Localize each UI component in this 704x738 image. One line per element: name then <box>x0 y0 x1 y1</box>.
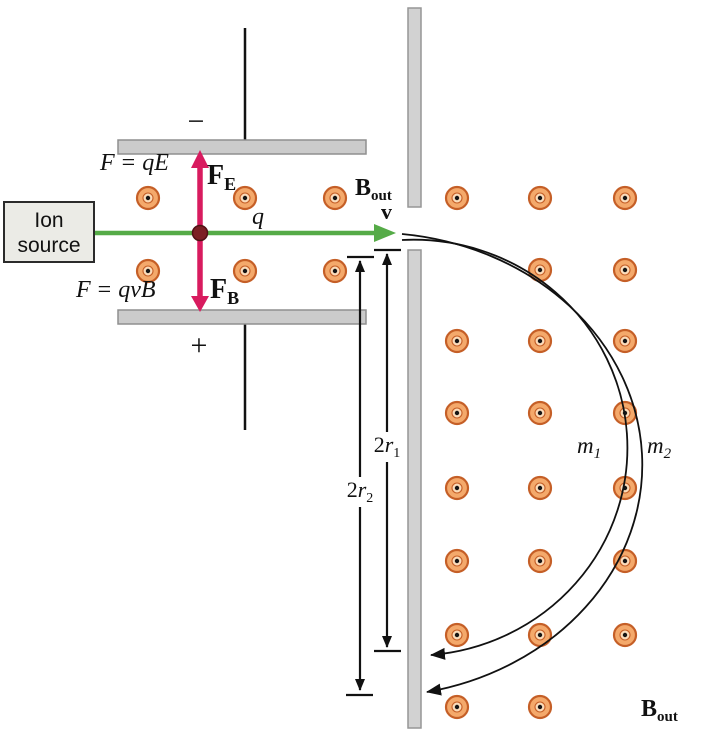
capacitor-plate-top <box>117 139 367 155</box>
velocity-arrowhead <box>374 224 396 242</box>
b-field-out-symbol <box>612 328 638 354</box>
magnetic-force-label: FB <box>210 274 239 308</box>
capacitor-plate-bottom <box>117 309 367 325</box>
electric-force-equation: F=qE <box>99 150 169 176</box>
ion-source-label-line2: source <box>17 234 80 257</box>
b-field-out-symbol <box>322 258 348 284</box>
b-field-out-symbol <box>527 185 553 211</box>
ion-source-label-line1: Ion <box>34 209 63 232</box>
b-field-out-symbol <box>135 185 161 211</box>
b-field-out-symbol <box>527 328 553 354</box>
electric-force-label: FE <box>207 160 236 194</box>
b-out-label-bottom: Bout <box>641 696 678 725</box>
radius1-dimension-label: 2r1 <box>374 432 401 461</box>
b-field-out-symbol <box>444 185 470 211</box>
b-field-out-symbol <box>527 622 553 648</box>
mass2-label: m2 <box>647 433 672 462</box>
radius2-dimension-label: 2r2 <box>347 477 374 506</box>
b-field-out-symbol <box>444 548 470 574</box>
negative-sign: − <box>188 105 205 138</box>
b-field-out-symbol <box>322 185 348 211</box>
positive-sign: + <box>191 329 208 362</box>
slit-wall-bottom <box>407 249 422 729</box>
b-field-out-symbol <box>444 400 470 426</box>
b-field-out-symbol <box>444 475 470 501</box>
b-field-out-symbol <box>527 475 553 501</box>
b-out-label-top: Bout <box>355 175 392 204</box>
mass1-trajectory <box>401 238 629 660</box>
b-field-out-symbol <box>612 185 638 211</box>
electric-force-arrowhead <box>191 150 209 168</box>
b-field-out-symbol <box>527 400 553 426</box>
b-field-out-symbol <box>444 622 470 648</box>
slit-wall-top <box>407 7 422 208</box>
charge-label: q <box>252 204 264 230</box>
b-field-out-symbol <box>527 548 553 574</box>
ion-source-box <box>3 201 95 263</box>
b-field-out-symbol <box>612 257 638 283</box>
magnetic-force-arrowhead <box>191 296 209 312</box>
b-field-out-symbol <box>612 622 638 648</box>
b-field-out-symbol <box>527 694 553 720</box>
b-field-out-symbol <box>444 694 470 720</box>
magnetic-force-equation: F=qvB <box>75 277 156 303</box>
mass1-label: m1 <box>577 433 601 462</box>
mass2-trajectory <box>401 233 644 696</box>
b-field-out-symbol <box>232 258 258 284</box>
charged-particle-dot <box>191 224 209 242</box>
velocity-label: v <box>381 199 392 224</box>
b-field-out-symbol <box>444 328 470 354</box>
